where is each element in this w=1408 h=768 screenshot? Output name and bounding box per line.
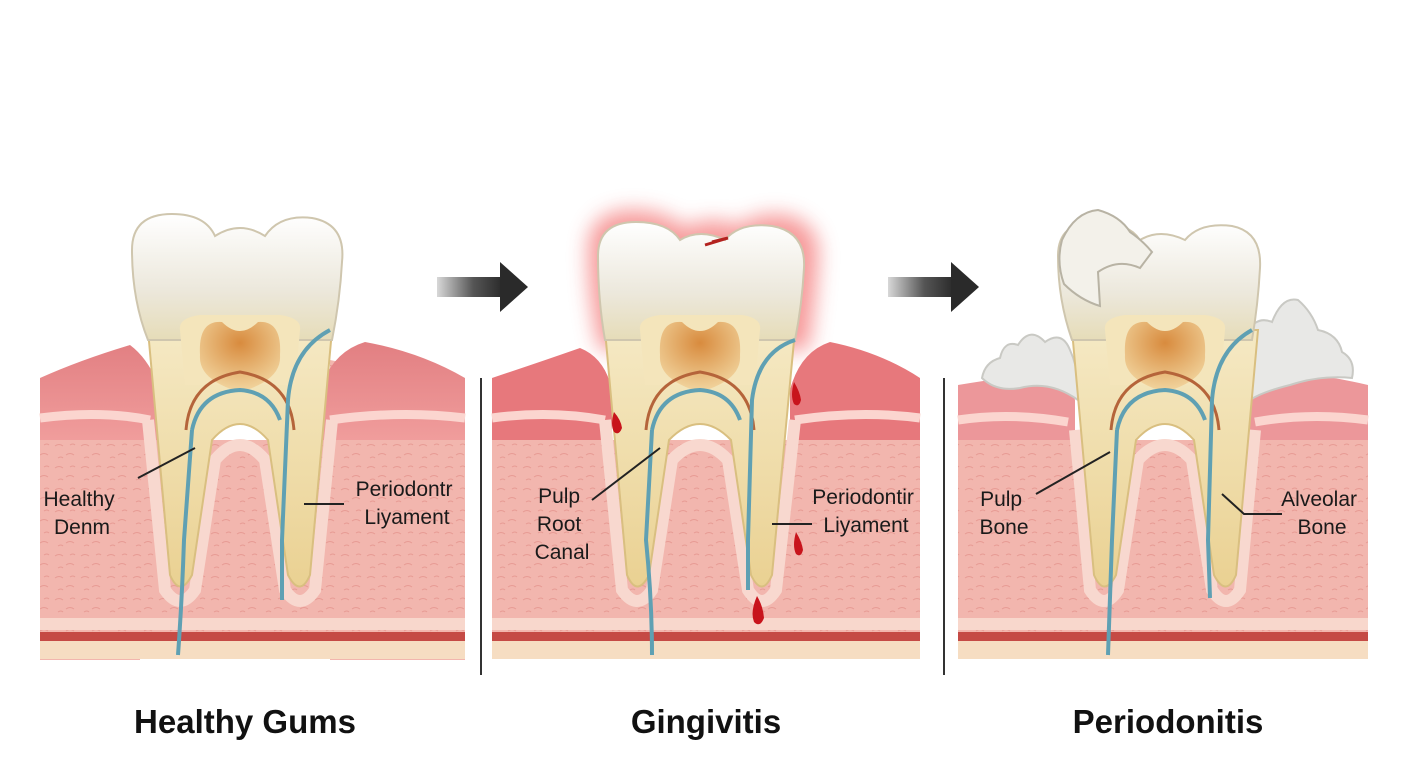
arrow-right-icon	[437, 262, 528, 312]
panel-gingivitis: Pulp Root Canal Periodontir Liyament Gin…	[491, 210, 921, 740]
arrow-right-icon	[888, 262, 979, 312]
caption-gingivitis: Gingivitis	[631, 703, 781, 740]
tooth-socket	[142, 419, 338, 607]
panel-healthy-gums: Healthy Denm Periodontr Liyament Healthy…	[39, 212, 466, 740]
pulp-chamber	[199, 321, 281, 392]
pulp-chamber	[659, 321, 741, 392]
gum-line	[491, 409, 921, 425]
gum-line	[39, 409, 466, 425]
bone-bottom	[40, 641, 465, 659]
label-healthy-left: Healthy Denm	[43, 488, 120, 539]
label-periodonitis-right: Alveolar Bone	[1281, 488, 1363, 539]
broken-crown-fragment	[1058, 208, 1154, 308]
leader-left	[1035, 451, 1111, 495]
blood-drop	[792, 382, 801, 406]
bone-bottom	[958, 641, 1368, 659]
blood-drop	[794, 532, 803, 556]
bone-bottom	[492, 641, 920, 659]
root-canal-outline	[644, 370, 756, 431]
nerve-right	[746, 338, 796, 590]
nerve-canal-band	[40, 632, 465, 641]
leader-left	[137, 447, 196, 479]
label-gingivitis-left: Pulp Root Canal	[535, 485, 590, 564]
label-periodonitis-left: Pulp Bone	[979, 488, 1028, 539]
bone-band	[40, 618, 465, 630]
gum-line	[957, 411, 1369, 427]
caption-periodonitis: Periodonitis	[1073, 703, 1264, 740]
leader-left	[591, 447, 661, 501]
panel-periodonitis: Pulp Bone Alveolar Bone Periodonitis	[957, 208, 1369, 740]
label-gingivitis-right: Periodontir Liyament	[812, 486, 919, 537]
nerve-left	[1106, 387, 1207, 656]
tooth-socket	[599, 419, 801, 607]
tartar-left	[980, 333, 1080, 402]
tooth-socket	[1069, 429, 1261, 607]
blood-drop	[612, 412, 622, 434]
enamel-crack	[704, 236, 729, 247]
nerve-left	[176, 387, 282, 656]
bone-band	[958, 618, 1368, 630]
nerve-canal-band	[492, 632, 920, 641]
bone-band	[492, 618, 920, 630]
label-healthy-right: Periodontr Liyament	[356, 478, 459, 529]
leader-right	[1221, 493, 1282, 515]
tooth-periodonitis	[1056, 208, 1262, 656]
nerve-canal-band	[958, 632, 1368, 641]
nerve-left	[643, 387, 742, 656]
pulp-chamber	[1124, 321, 1206, 392]
caption-healthy-gums: Healthy Gums	[134, 703, 356, 740]
nerve-right	[280, 328, 331, 600]
blood-drop	[752, 596, 764, 625]
tooth-gingivitis	[596, 220, 806, 656]
tartar-right	[1245, 298, 1354, 402]
tooth-healthy	[130, 212, 344, 656]
nerve-right	[1205, 328, 1253, 599]
